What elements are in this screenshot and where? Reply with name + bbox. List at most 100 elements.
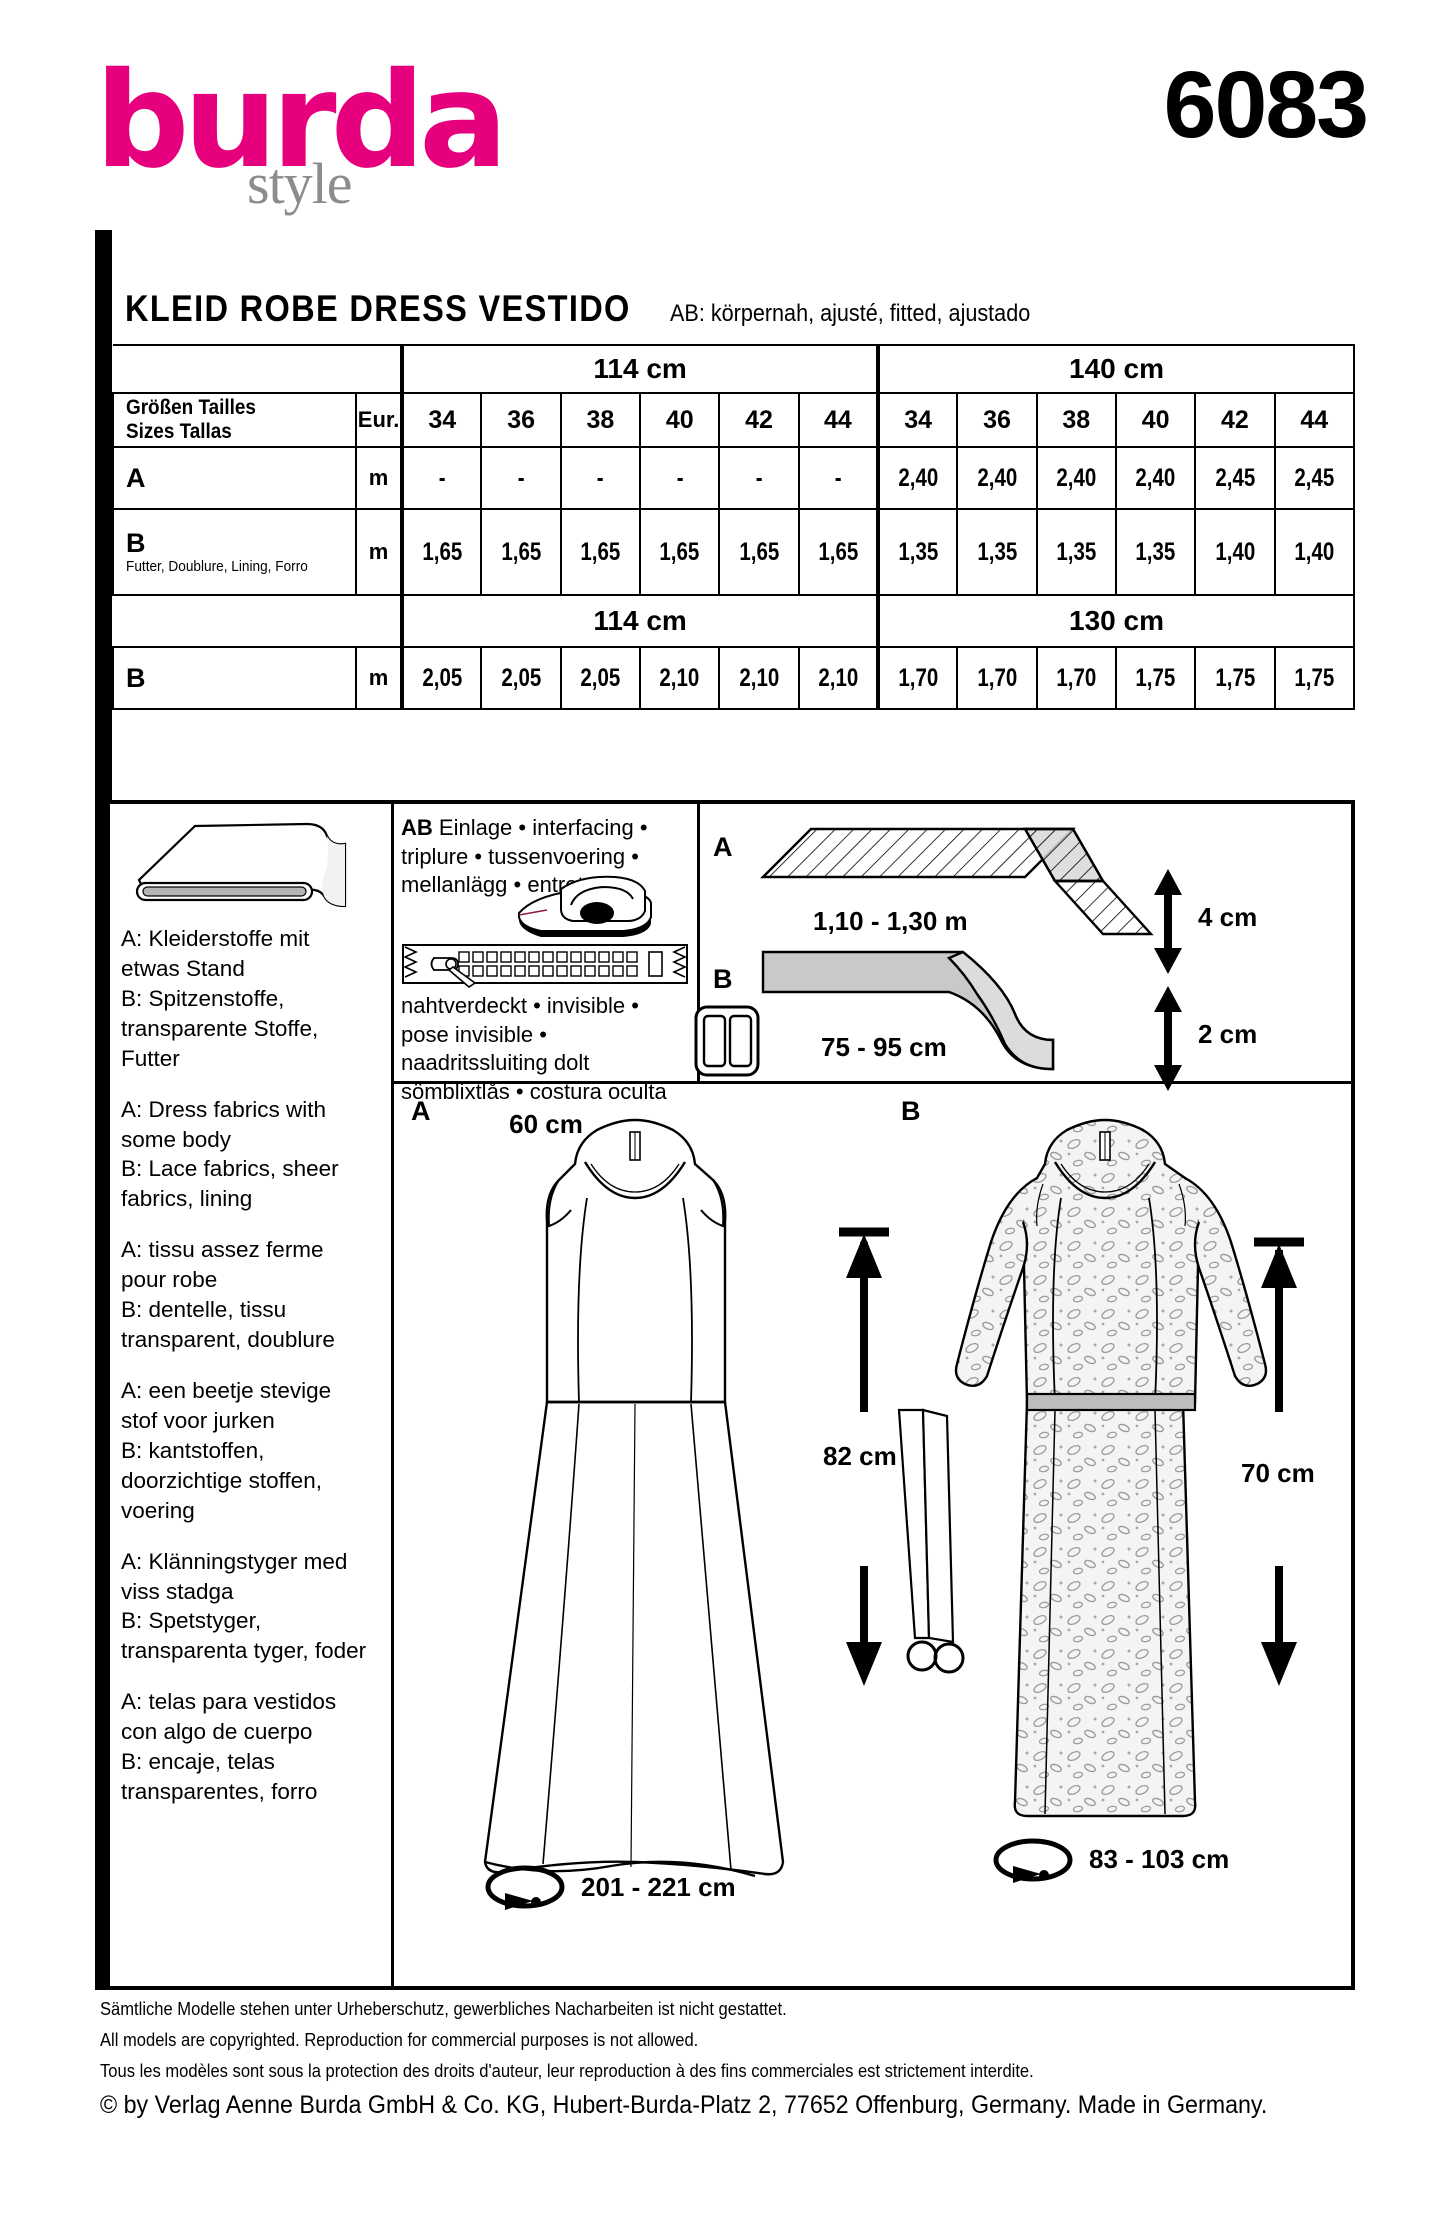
fabric-suggestion-sv: A: Klänningstyger med viss stadga B: Spe… — [121, 1548, 367, 1664]
title-row: KLEID ROBE DRESS VESTIDO AB: körpernah, … — [125, 288, 1355, 332]
copyright-de: Sämtliche Modelle stehen unter Urhebersc… — [100, 1999, 787, 2019]
size-cell: 36 — [480, 392, 562, 448]
fabric-suggestion-fr: A: tissu assez ferme pour robe B: dentel… — [121, 1237, 335, 1353]
fabric-suggestions: A: Kleiderstoffe mit etwas Stand B: Spit… — [121, 924, 373, 1807]
copyright-en: All models are copyrighted. Reproduction… — [100, 2029, 699, 2050]
bias-width-a: 4 cm — [1198, 902, 1258, 932]
lining-note: Futter, Doublure, Lining, Forro — [126, 558, 308, 575]
burda-style-logo: burda style — [95, 55, 515, 215]
panel-divider-vertical-1 — [391, 804, 394, 1986]
value-cell: 2,05 — [559, 646, 642, 710]
size-cell: 38 — [1035, 392, 1117, 448]
bias-width-arrow-a — [1154, 869, 1182, 974]
value-cell: 1,40 — [1194, 508, 1276, 596]
fabric-suggestion-de: A: Kleiderstoffe mit etwas Stand B: Spit… — [121, 926, 319, 1071]
row-unit: m — [354, 508, 404, 596]
bias-strip-a-illustration — [760, 827, 1154, 936]
copyright-notice: © by Verlag Aenne Burda GmbH & Co. KG, H… — [100, 2091, 1268, 2120]
slide-buckle-icon — [694, 1005, 760, 1077]
garment-hem-a: 201 - 221 cm — [581, 1872, 736, 1902]
garment-length-a: 82 cm — [823, 1441, 897, 1471]
sizes-label-cell: Größen Tailles Sizes Tallas — [112, 392, 357, 448]
value-cell: 1,65 — [797, 508, 880, 596]
size-cell: 34 — [876, 392, 959, 448]
value-cell: 1,40 — [1273, 508, 1356, 596]
value-cell: 1,70 — [956, 646, 1038, 710]
page-subtitle: AB: körpernah, ajusté, fitted, ajustado — [669, 300, 1030, 327]
sizes-label-de-fr: Größen Tailles — [126, 396, 256, 420]
length-arrow-b-lower — [1261, 1566, 1297, 1686]
panel-accent-bar — [99, 804, 110, 1986]
value-cell: 2,05 — [400, 646, 483, 710]
value-cell: - — [559, 446, 642, 510]
fabric-requirements-table: 114 cm 140 cm Größen Tailles Sizes Talla… — [112, 344, 1356, 784]
bias-view-letter-b: B — [713, 964, 733, 994]
zipper-text-wrap: nahtverdeckt • invisible • pose invisibl… — [401, 992, 691, 1140]
size-cell: 36 — [956, 392, 1038, 448]
row-unit: m — [354, 646, 404, 710]
garment-illustrations: A — [395, 1086, 1355, 1986]
garment-length-b: 70 cm — [1241, 1458, 1315, 1488]
table-row: B m 2,05 2,05 2,05 2,10 2,10 2,10 1,70 1… — [112, 646, 1356, 710]
brand-wordmark: burda — [95, 44, 508, 198]
value-cell: 2,45 — [1194, 446, 1276, 510]
width-114-s1: 114 cm — [400, 344, 880, 394]
value-cell: 2,05 — [480, 646, 562, 710]
size-cell: 42 — [1194, 392, 1276, 448]
size-cell: 44 — [797, 392, 880, 448]
interfacing-views: AB — [401, 815, 433, 840]
row-unit: m — [354, 446, 404, 510]
value-cell: 1,70 — [1035, 646, 1117, 710]
size-cell: 34 — [400, 392, 483, 448]
value-cell: 1,70 — [876, 646, 959, 710]
fabric-suggestion-en: A: Dress fabrics with some body B: Lace … — [121, 1096, 339, 1212]
fabric-suggestion-nl: A: een beetje stevige stof voor jurken B… — [121, 1377, 332, 1523]
dress-b-illustration — [954, 1118, 1268, 1818]
row-view-label: B — [112, 646, 357, 710]
bias-strip-section: A 1,10 - 1,30 m 4 cm B — [694, 814, 1348, 1091]
bias-length-a: 1,10 - 1,30 m — [813, 906, 968, 936]
value-cell: 2,10 — [639, 646, 721, 710]
garment-view-letter-b: B — [901, 1096, 921, 1126]
pattern-number: 6083 — [1163, 52, 1369, 158]
value-cell: - — [480, 446, 562, 510]
iron-icon — [511, 869, 661, 946]
zipper-icon — [401, 939, 689, 994]
sizes-label-en-es: Sizes Tallas — [126, 420, 232, 443]
bias-strip-b-illustration — [761, 950, 1055, 1071]
value-cell: 1,65 — [639, 508, 721, 596]
header: burda style 6083 — [0, 0, 1445, 250]
hem-circle-icon-b — [993, 1838, 1073, 1883]
value-cell: 1,35 — [1035, 508, 1117, 596]
value-cell: 2,40 — [876, 446, 959, 510]
bias-width-b: 2 cm — [1198, 1019, 1258, 1049]
zipper-length: 60 cm — [509, 1109, 583, 1140]
table-row: B Futter, Doublure, Lining, Forro m 1,65… — [112, 508, 1356, 596]
length-arrow-b — [1254, 1237, 1304, 1412]
brand-subwordmark: style — [247, 151, 353, 216]
length-arrow-a — [839, 1227, 889, 1412]
page-title: KLEID ROBE DRESS VESTIDO — [125, 288, 631, 329]
size-cell: 38 — [559, 392, 642, 448]
eur-label: Eur. — [354, 392, 404, 448]
value-cell: 2,45 — [1273, 446, 1356, 510]
size-cell: 40 — [1114, 392, 1197, 448]
info-panel: A: Kleiderstoffe mit etwas Stand B: Spit… — [95, 800, 1355, 1990]
table-row: A m - - - - - - 2,40 2,40 2,40 2,40 2,45… — [112, 446, 1356, 510]
value-cell: - — [400, 446, 483, 510]
garment-view-letter-a: A — [411, 1096, 431, 1126]
length-arrow-a-lower — [846, 1566, 882, 1686]
value-cell: 2,10 — [797, 646, 880, 710]
value-cell: 1,65 — [480, 508, 562, 596]
panel-divider-vertical-2 — [697, 804, 700, 1081]
value-cell: 2,40 — [956, 446, 1038, 510]
row-view-label: B Futter, Doublure, Lining, Forro — [112, 508, 357, 596]
bias-length-b: 75 - 95 cm — [821, 1032, 947, 1062]
table-width-header-row: 114 cm 140 cm — [113, 344, 1355, 394]
width-130-s2: 130 cm — [876, 594, 1355, 648]
size-cell: 44 — [1273, 392, 1356, 448]
value-cell: 2,40 — [1035, 446, 1117, 510]
copyright-fr: Tous les modèles sont sous la protection… — [100, 2060, 1034, 2081]
table-width-header-row-2: 114 cm 130 cm — [113, 594, 1355, 648]
